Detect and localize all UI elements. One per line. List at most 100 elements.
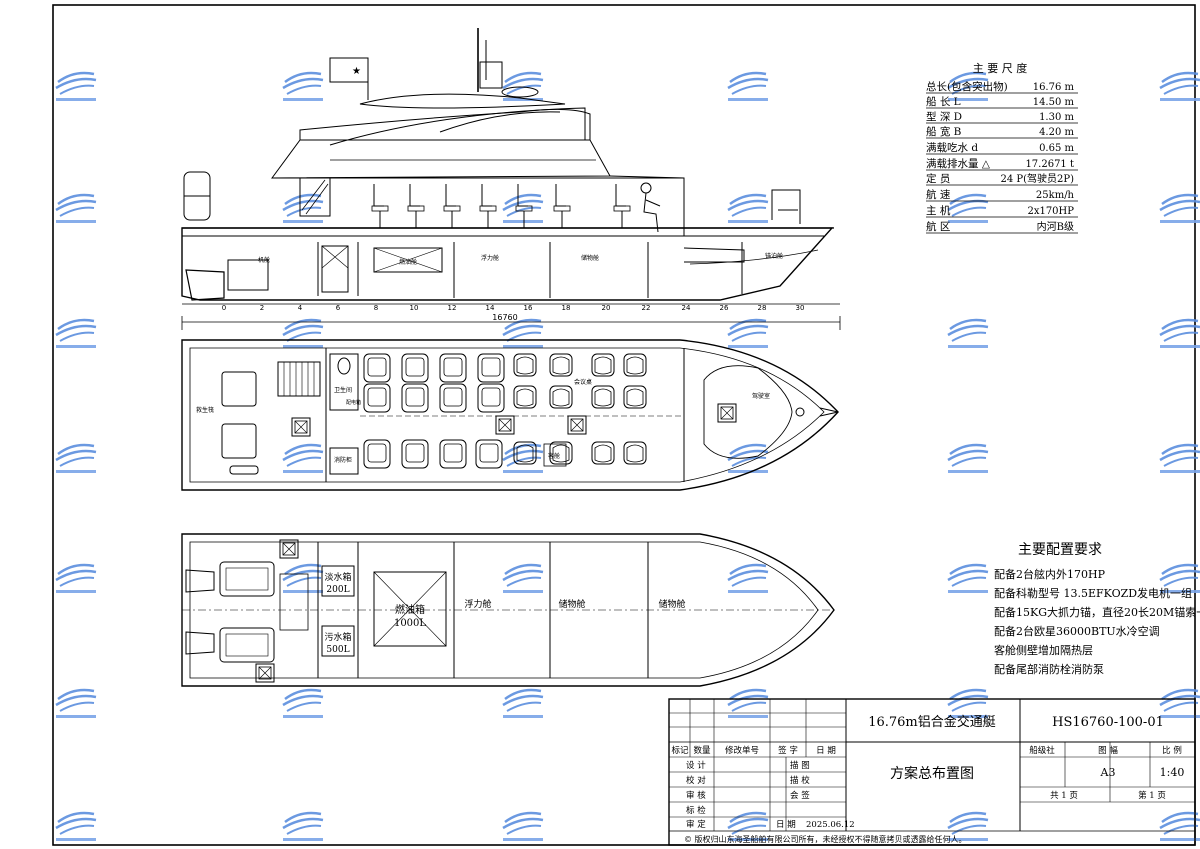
seat-4 xyxy=(477,353,505,383)
watermark-layer xyxy=(54,71,1200,843)
label-switchboard: 配电箱 xyxy=(346,399,361,406)
header-signature: 签 字 xyxy=(778,745,798,756)
seat-9 xyxy=(363,439,391,469)
chair-3 xyxy=(591,353,615,377)
flag-icon xyxy=(329,57,369,83)
dimension-row: 航 速 25km/h xyxy=(926,188,1078,202)
chair-7 xyxy=(591,385,615,409)
classification-society-label: 船级社 xyxy=(1029,745,1055,756)
frame-tick-14: 14 xyxy=(486,304,495,312)
frame-tick-24: 24 xyxy=(682,304,691,312)
dimension-value: 16.76 m xyxy=(1033,82,1075,93)
tank-plan-buoyancy: 浮力舱 xyxy=(464,598,491,610)
role-design: 设 计 xyxy=(686,760,706,771)
drawing-number: HS16760-100-01 xyxy=(1052,715,1164,730)
label-meeting-table: 会议桌 xyxy=(574,378,592,386)
sheet-size-label: 图 幅 xyxy=(1098,745,1118,756)
dimension-label: 主 机 xyxy=(926,204,951,217)
dimension-row: 船 宽 B 4.20 m xyxy=(926,125,1078,139)
profile-compartment-labels: 机舱 燃油舱 浮力舱 储物舱 锚泊舱 xyxy=(258,252,783,266)
requirement-item: 配备2台欧星36000BTU水冷空调 xyxy=(994,624,1160,638)
seat-3 xyxy=(439,353,467,383)
seat-12 xyxy=(475,439,503,469)
role-tracing: 描 图 xyxy=(790,760,810,771)
chair-12 xyxy=(623,441,647,465)
role-standard-check: 标 检 xyxy=(686,805,706,816)
dimension-label: 船 长 L xyxy=(926,95,961,108)
frame-tick-8: 8 xyxy=(374,304,378,312)
deck-plan-labels: 救生筏 卫生间 消防柜 配电箱 驾驶室 客舱 会议桌 xyxy=(196,378,770,464)
profile-frame-ticks: 0 2 4 6 8 10 12 14 16 18 20 22 24 26 28 … xyxy=(222,304,805,322)
dimension-label: 航 速 xyxy=(926,188,951,201)
frame-tick-28: 28 xyxy=(758,304,767,312)
frame-tick-2: 2 xyxy=(260,304,264,312)
dimension-value: 4.20 m xyxy=(1039,127,1074,138)
title-block xyxy=(668,698,1196,846)
page-number: 第 1 页 xyxy=(1138,790,1166,801)
frame-tick-20: 20 xyxy=(602,304,611,312)
dimension-row: 总长(包含突出物) 16.76 m xyxy=(926,80,1078,94)
label-liferaft: 救生筏 xyxy=(196,406,214,414)
freshwater-tank-name: 淡水箱 xyxy=(324,571,351,583)
dimension-value: 24 P(驾驶员2P) xyxy=(1000,172,1074,185)
frame-tick-16: 16 xyxy=(524,304,533,312)
dimension-value: 25km/h xyxy=(1036,190,1075,201)
engine-block xyxy=(227,259,269,291)
dimension-label: 航 区 xyxy=(926,220,950,233)
requirements-title: 主要配置要求 xyxy=(1018,542,1102,558)
frame-tick-6: 6 xyxy=(336,304,341,312)
dimension-label: 型 深 D xyxy=(926,110,962,123)
dimension-row: 满载吃水 d 0.65 m xyxy=(926,141,1078,155)
deck-plan-view xyxy=(181,339,839,491)
dimensions-title: 主 要 尺 度 xyxy=(973,61,1028,75)
chair-1 xyxy=(513,353,537,377)
side-table xyxy=(543,443,567,467)
label-engine-room: 机舱 xyxy=(258,256,270,264)
copyright-notice: © 版权归山东海圣船舶有限公司所有，未经授权不得随意拷贝或透露给任何人。 xyxy=(684,834,967,844)
passenger-seating xyxy=(363,353,647,469)
label-toilet: 卫生间 xyxy=(334,386,352,394)
dimension-value: 17.2671 t xyxy=(1025,159,1074,170)
seat-11 xyxy=(439,439,467,469)
frame-tick-26: 26 xyxy=(720,304,729,312)
seat-2 xyxy=(401,353,429,383)
tank-sewage xyxy=(321,625,355,657)
role-check: 校 对 xyxy=(686,775,706,786)
dimension-label: 满载吃水 d xyxy=(926,141,978,154)
dimension-row: 主 机 2x170HP xyxy=(926,204,1078,218)
requirement-item: 配备科勒型号 13.5EFKOZD发电机一组 xyxy=(994,586,1192,600)
dimension-value: 0.65 m xyxy=(1039,143,1074,154)
header-mark: 标记 xyxy=(671,745,689,756)
sewage-tank-name: 污水箱 xyxy=(324,631,351,643)
frame-tick-12: 12 xyxy=(448,304,457,312)
title-block-text: 16.76m铝合金交通艇 HS16760-100-01 方案总布置图 标记 数量… xyxy=(671,714,1184,844)
dimension-label: 满载排水量 △ xyxy=(926,157,991,170)
role-countersign: 会 签 xyxy=(790,790,810,801)
seat-1 xyxy=(363,353,391,383)
frame-tick-30: 30 xyxy=(796,304,805,312)
drawing-title: 方案总布置图 xyxy=(890,765,974,782)
header-date: 日 期 xyxy=(816,746,836,756)
role-trace-check: 描 校 xyxy=(790,775,810,786)
tank-plan-labels: 淡水箱 200L 燃油箱 1000L 污水箱 500L 浮力舱 储物舱 储物舱 xyxy=(324,571,685,655)
tank-plan-storage-2: 储物舱 xyxy=(658,598,685,610)
label-anchor-locker: 锚泊舱 xyxy=(765,252,783,260)
sheet-border xyxy=(52,4,1196,846)
header-change-no: 修改单号 xyxy=(725,745,759,756)
requirement-item: 配备2台舷内外170HP xyxy=(994,567,1106,581)
product-name: 16.76m铝合金交通艇 xyxy=(868,714,996,730)
role-approve: 审 定 xyxy=(686,819,706,830)
dimension-label: 定 员 xyxy=(926,172,950,185)
requirement-item: 配备15KG大抓力锚，直径20长20M锚索一根 xyxy=(994,605,1200,619)
label-fuel-tank: 燃油舱 xyxy=(399,258,417,266)
dimension-row: 型 深 D 1.30 m xyxy=(926,110,1078,124)
requirement-item: 客舱侧壁增加隔热层 xyxy=(994,643,1093,657)
sewage-tank-capacity: 500L xyxy=(326,645,349,655)
dimension-value: 内河B级 xyxy=(1037,220,1074,233)
chair-11 xyxy=(591,441,615,465)
requirement-item: 配备尾部消防栓消防泵 xyxy=(994,662,1104,676)
frame-tick-10: 10 xyxy=(410,304,419,312)
seat-6 xyxy=(401,383,429,413)
